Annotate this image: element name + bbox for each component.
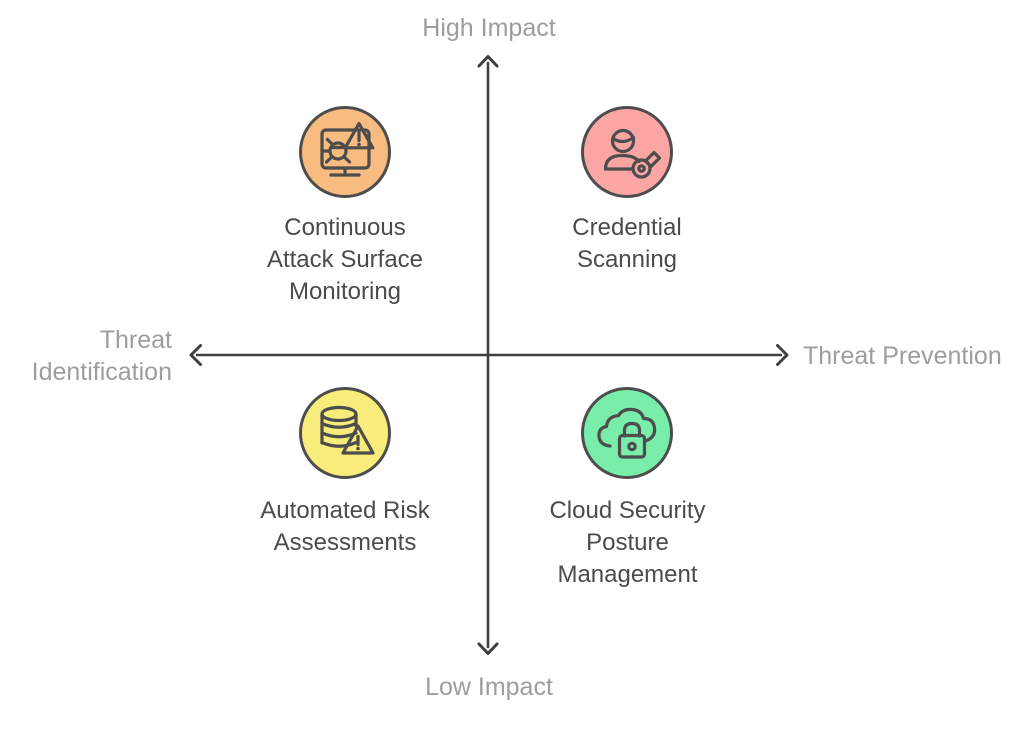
arrow-left-icon bbox=[189, 344, 202, 366]
user-glyph bbox=[603, 128, 641, 171]
quadrant-label-automated-risk-assessments: Automated Risk Assessments bbox=[260, 497, 430, 556]
quadrant-label-credential-scanning: Credential Scanning bbox=[572, 214, 682, 273]
bug-glyph bbox=[321, 137, 352, 164]
axis-label-threat-prevention: Threat Prevention bbox=[803, 342, 1002, 370]
icon-circle bbox=[581, 387, 673, 479]
axis-label-high-impact: High Impact bbox=[422, 14, 556, 42]
icon-circle bbox=[299, 387, 391, 479]
lock-glyph bbox=[617, 421, 647, 459]
axis-label-low-impact: Low Impact bbox=[425, 673, 553, 701]
monitor-bug-alert-icon bbox=[299, 106, 391, 198]
user-key-icon bbox=[581, 106, 673, 198]
arrow-up-icon bbox=[477, 55, 499, 68]
cloud-lock-icon bbox=[581, 387, 673, 479]
warning-triangle-glyph bbox=[341, 424, 375, 455]
quadrant-label-cloud-security-posture-management: Cloud Security Posture Management bbox=[549, 497, 706, 588]
quadrant-label-continuous-attack-surface-monitoring: Continuous Attack Surface Monitoring bbox=[266, 214, 424, 305]
database-alert-icon bbox=[299, 387, 391, 479]
axis-label-threat-identification: Threat Identification bbox=[31, 326, 172, 386]
cloud-glyph bbox=[597, 407, 657, 448]
key-glyph bbox=[631, 150, 662, 179]
arrow-down-icon bbox=[477, 642, 499, 655]
arrow-right-icon bbox=[776, 344, 789, 366]
warning-triangle-glyph bbox=[343, 121, 375, 150]
database-glyph bbox=[320, 405, 358, 448]
